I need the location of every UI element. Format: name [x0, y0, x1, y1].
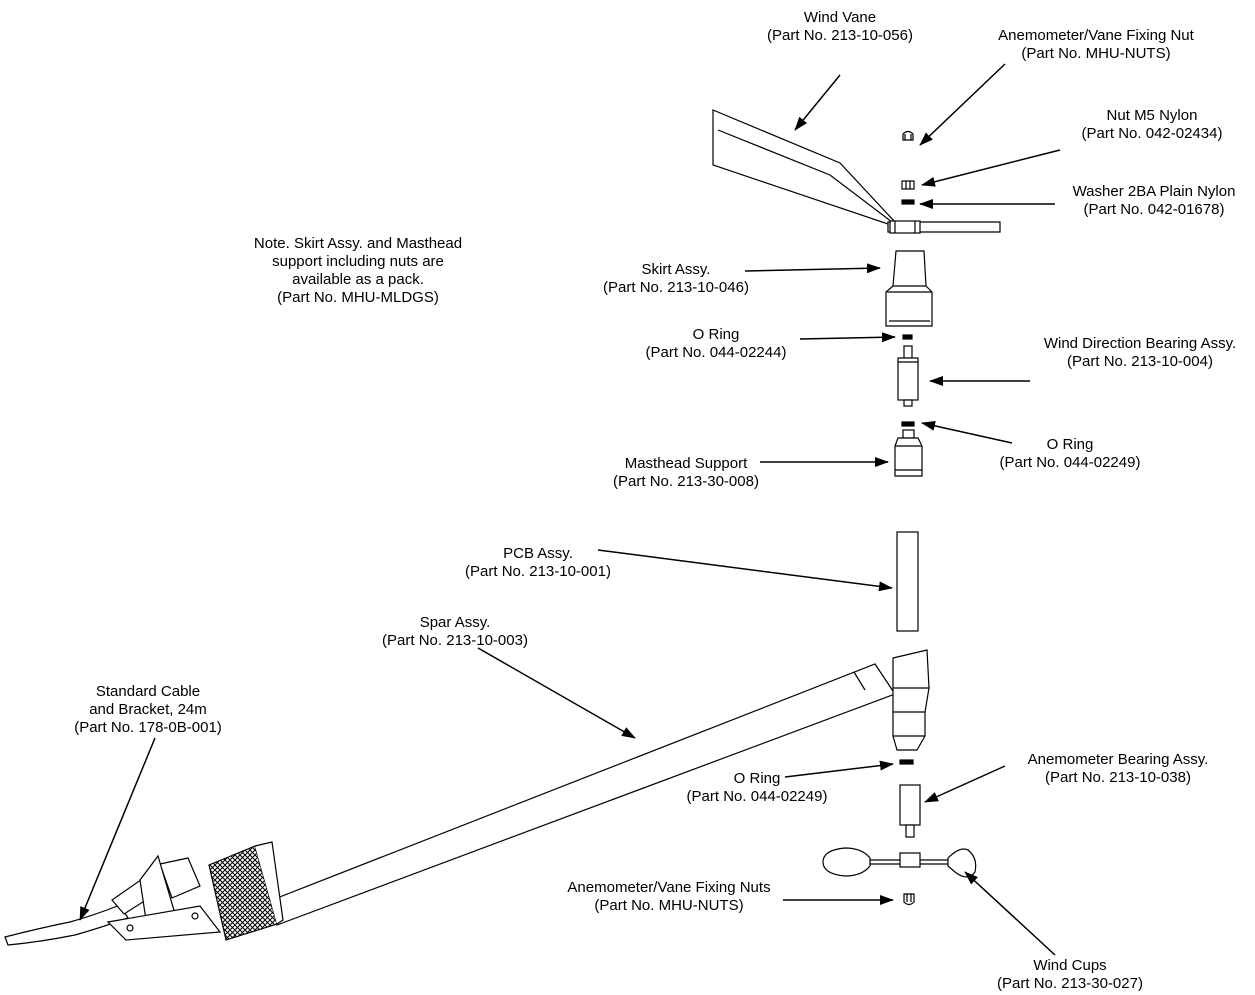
masthead-support-part	[894, 429, 923, 477]
label-fixing-nuts: Anemometer/Vane Fixing Nuts (Part No. MH…	[567, 879, 770, 915]
o-ring-2-part-no: (Part No. 044-02249)	[999, 454, 1141, 471]
label-wind-vane: Wind Vane (Part No. 213-10-056)	[767, 9, 913, 45]
o-ring-1-part	[902, 334, 913, 340]
cable-line-2: and Bracket, 24m	[89, 701, 207, 718]
fixing-nut-part	[902, 130, 914, 141]
leader-o-ring-2	[921, 420, 1013, 444]
anemometer-bearing-part-no: (Part No. 213-10-038)	[1045, 769, 1191, 786]
fixing-nuts-name: Anemometer/Vane Fixing Nuts	[567, 879, 771, 896]
label-o-ring-3: O Ring (Part No. 044-02249)	[687, 770, 828, 806]
leader-fixing-nut	[919, 63, 1006, 146]
label-washer: Washer 2BA Plain Nylon (Part No. 042-016…	[1073, 183, 1236, 219]
wind-cups-name: Wind Cups	[1033, 957, 1107, 974]
nut-m5-part	[901, 180, 915, 190]
pcb-part-no: (Part No. 213-10-001)	[465, 563, 611, 580]
leader-pcb	[597, 549, 893, 592]
cable-bracket-part	[4, 854, 222, 946]
leader-nut-m5	[921, 149, 1061, 187]
note-line-2: support including nuts are	[272, 253, 444, 270]
label-nut-m5: Nut M5 Nylon (Part No. 042-02434)	[1082, 107, 1223, 143]
pcb-name: PCB Assy.	[503, 545, 573, 562]
leader-skirt	[744, 263, 881, 274]
o-ring-3-part-no: (Part No. 044-02249)	[686, 788, 828, 805]
wind-vane-part	[712, 109, 1001, 234]
nut-m5-name: Nut M5 Nylon	[1106, 107, 1198, 124]
anemometer-bearing-part	[899, 784, 921, 838]
wind-vane-name: Wind Vane	[803, 9, 877, 26]
label-anemometer-bearing: Anemometer Bearing Assy. (Part No. 213-1…	[1028, 751, 1209, 787]
leader-wind-cups	[964, 871, 1056, 956]
note-text: Note. Skirt Assy. and Masthead support i…	[254, 235, 462, 307]
wind-vane-part-no: (Part No. 213-10-056)	[767, 27, 913, 44]
washer-name: Washer 2BA Plain Nylon	[1072, 183, 1236, 200]
label-spar: Spar Assy. (Part No. 213-10-003)	[382, 614, 528, 650]
skirt-assy-part	[885, 250, 933, 327]
wind-cups-part-no: (Part No. 213-30-027)	[997, 975, 1143, 992]
leader-cable	[79, 737, 156, 921]
wind-direction-bearing-part	[897, 345, 919, 407]
o-ring-3-part	[899, 759, 914, 765]
masthead-name: Masthead Support	[624, 455, 748, 472]
pcb-assy-part	[896, 531, 919, 632]
label-wind-cups: Wind Cups (Part No. 213-30-027)	[997, 957, 1143, 993]
label-cable: Standard Cable and Bracket, 24m (Part No…	[74, 683, 222, 737]
label-o-ring-1: O Ring (Part No. 044-02244)	[646, 326, 787, 362]
note-line-1: Note. Skirt Assy. and Masthead	[253, 235, 463, 252]
spar-assy-part	[208, 649, 930, 941]
cable-line-1: Standard Cable	[95, 683, 201, 700]
masthead-part-no: (Part No. 213-30-008)	[613, 473, 759, 490]
wind-direction-bearing-part-no: (Part No. 213-10-004)	[1067, 353, 1213, 370]
o-ring-1-part-no: (Part No. 044-02244)	[645, 344, 787, 361]
o-ring-2-part	[901, 421, 915, 427]
o-ring-3-name: O Ring	[733, 770, 781, 787]
washer-part-no: (Part No. 042-01678)	[1083, 201, 1225, 218]
o-ring-2-name: O Ring	[1046, 436, 1094, 453]
leader-lines	[79, 63, 1061, 956]
wind-cups-part	[822, 847, 977, 878]
label-pcb: PCB Assy. (Part No. 213-10-001)	[465, 545, 611, 581]
leader-o-ring-3	[784, 760, 894, 778]
fixing-nuts-part	[903, 893, 915, 906]
skirt-part-no: (Part No. 213-10-046)	[603, 279, 749, 296]
label-skirt: Skirt Assy. (Part No. 213-10-046)	[603, 261, 749, 297]
label-o-ring-2: O Ring (Part No. 044-02249)	[1000, 436, 1141, 472]
nut-m5-part-no: (Part No. 042-02434)	[1081, 125, 1223, 142]
leader-anemometer-bearing	[924, 765, 1006, 803]
fixing-nuts-part-no: (Part No. MHU-NUTS)	[594, 897, 744, 914]
washer-part	[901, 199, 915, 205]
fixing-nut-name: Anemometer/Vane Fixing Nut	[998, 27, 1194, 44]
note-line-4: (Part No. MHU-MLDGS)	[277, 289, 439, 306]
label-wind-direction-bearing: Wind Direction Bearing Assy. (Part No. 2…	[1044, 335, 1236, 371]
label-fixing-nut: Anemometer/Vane Fixing Nut (Part No. MHU…	[998, 27, 1194, 63]
note-line-3: available as a pack.	[292, 271, 424, 288]
o-ring-1-name: O Ring	[692, 326, 740, 343]
fixing-nut-part-no: (Part No. MHU-NUTS)	[1021, 45, 1171, 62]
spar-name: Spar Assy.	[419, 614, 491, 631]
leader-spar	[477, 647, 636, 739]
leader-wind-vane	[794, 74, 841, 131]
spar-part-no: (Part No. 213-10-003)	[382, 632, 528, 649]
cable-part-no: (Part No. 178-0B-001)	[74, 719, 222, 736]
leader-o-ring-1	[799, 332, 896, 343]
skirt-name: Skirt Assy.	[641, 261, 711, 278]
wind-direction-bearing-name: Wind Direction Bearing Assy.	[1043, 335, 1237, 352]
anemometer-bearing-name: Anemometer Bearing Assy.	[1027, 751, 1209, 768]
label-masthead: Masthead Support (Part No. 213-30-008)	[613, 455, 759, 491]
